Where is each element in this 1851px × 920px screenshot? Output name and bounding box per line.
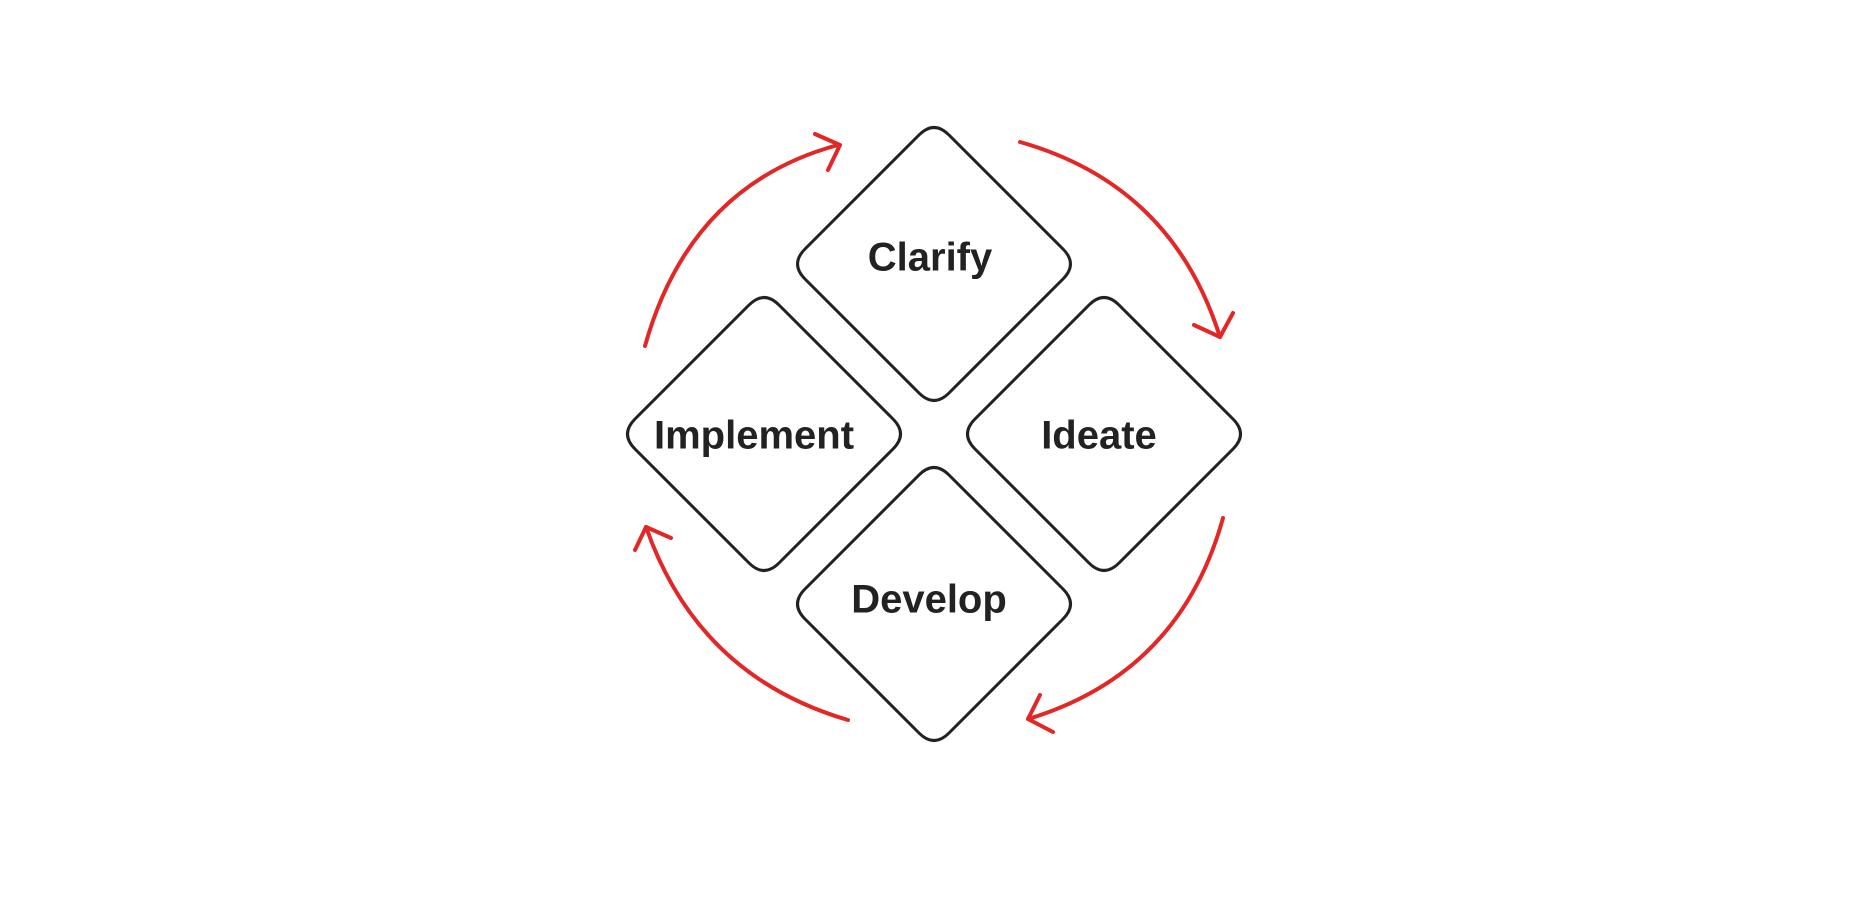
arrow-clarify-to-ideate	[1018, 140, 1235, 339]
clarify-diamond	[796, 126, 1072, 402]
ideate-node: Ideate	[966, 296, 1242, 572]
develop-diamond	[796, 466, 1072, 742]
develop-label: Develop	[851, 578, 1007, 622]
arrowhead-icon	[1192, 311, 1235, 339]
arrow-curve	[1018, 140, 1222, 339]
implement-label: Implement	[654, 414, 854, 458]
arrow-curve	[1026, 516, 1225, 721]
arrow-ideate-to-develop	[1026, 516, 1225, 734]
implement-diamond	[626, 296, 902, 572]
cycle-arrows	[633, 132, 1235, 734]
ideate-label: Ideate	[1041, 414, 1157, 458]
develop-node: Develop	[796, 466, 1072, 742]
ideate-diamond	[966, 296, 1242, 572]
arrowhead-icon	[813, 132, 842, 172]
clarify-node: Clarify	[796, 126, 1072, 402]
arrowhead-icon	[633, 525, 673, 552]
implement-node: Implement	[626, 296, 902, 572]
clarify-label: Clarify	[868, 236, 993, 280]
arrow-develop-to-implement	[633, 525, 850, 722]
arrow-curve	[643, 143, 840, 348]
arrowhead-icon	[1026, 693, 1055, 734]
arrow-implement-to-clarify	[643, 132, 842, 348]
arrow-curve	[644, 525, 850, 722]
